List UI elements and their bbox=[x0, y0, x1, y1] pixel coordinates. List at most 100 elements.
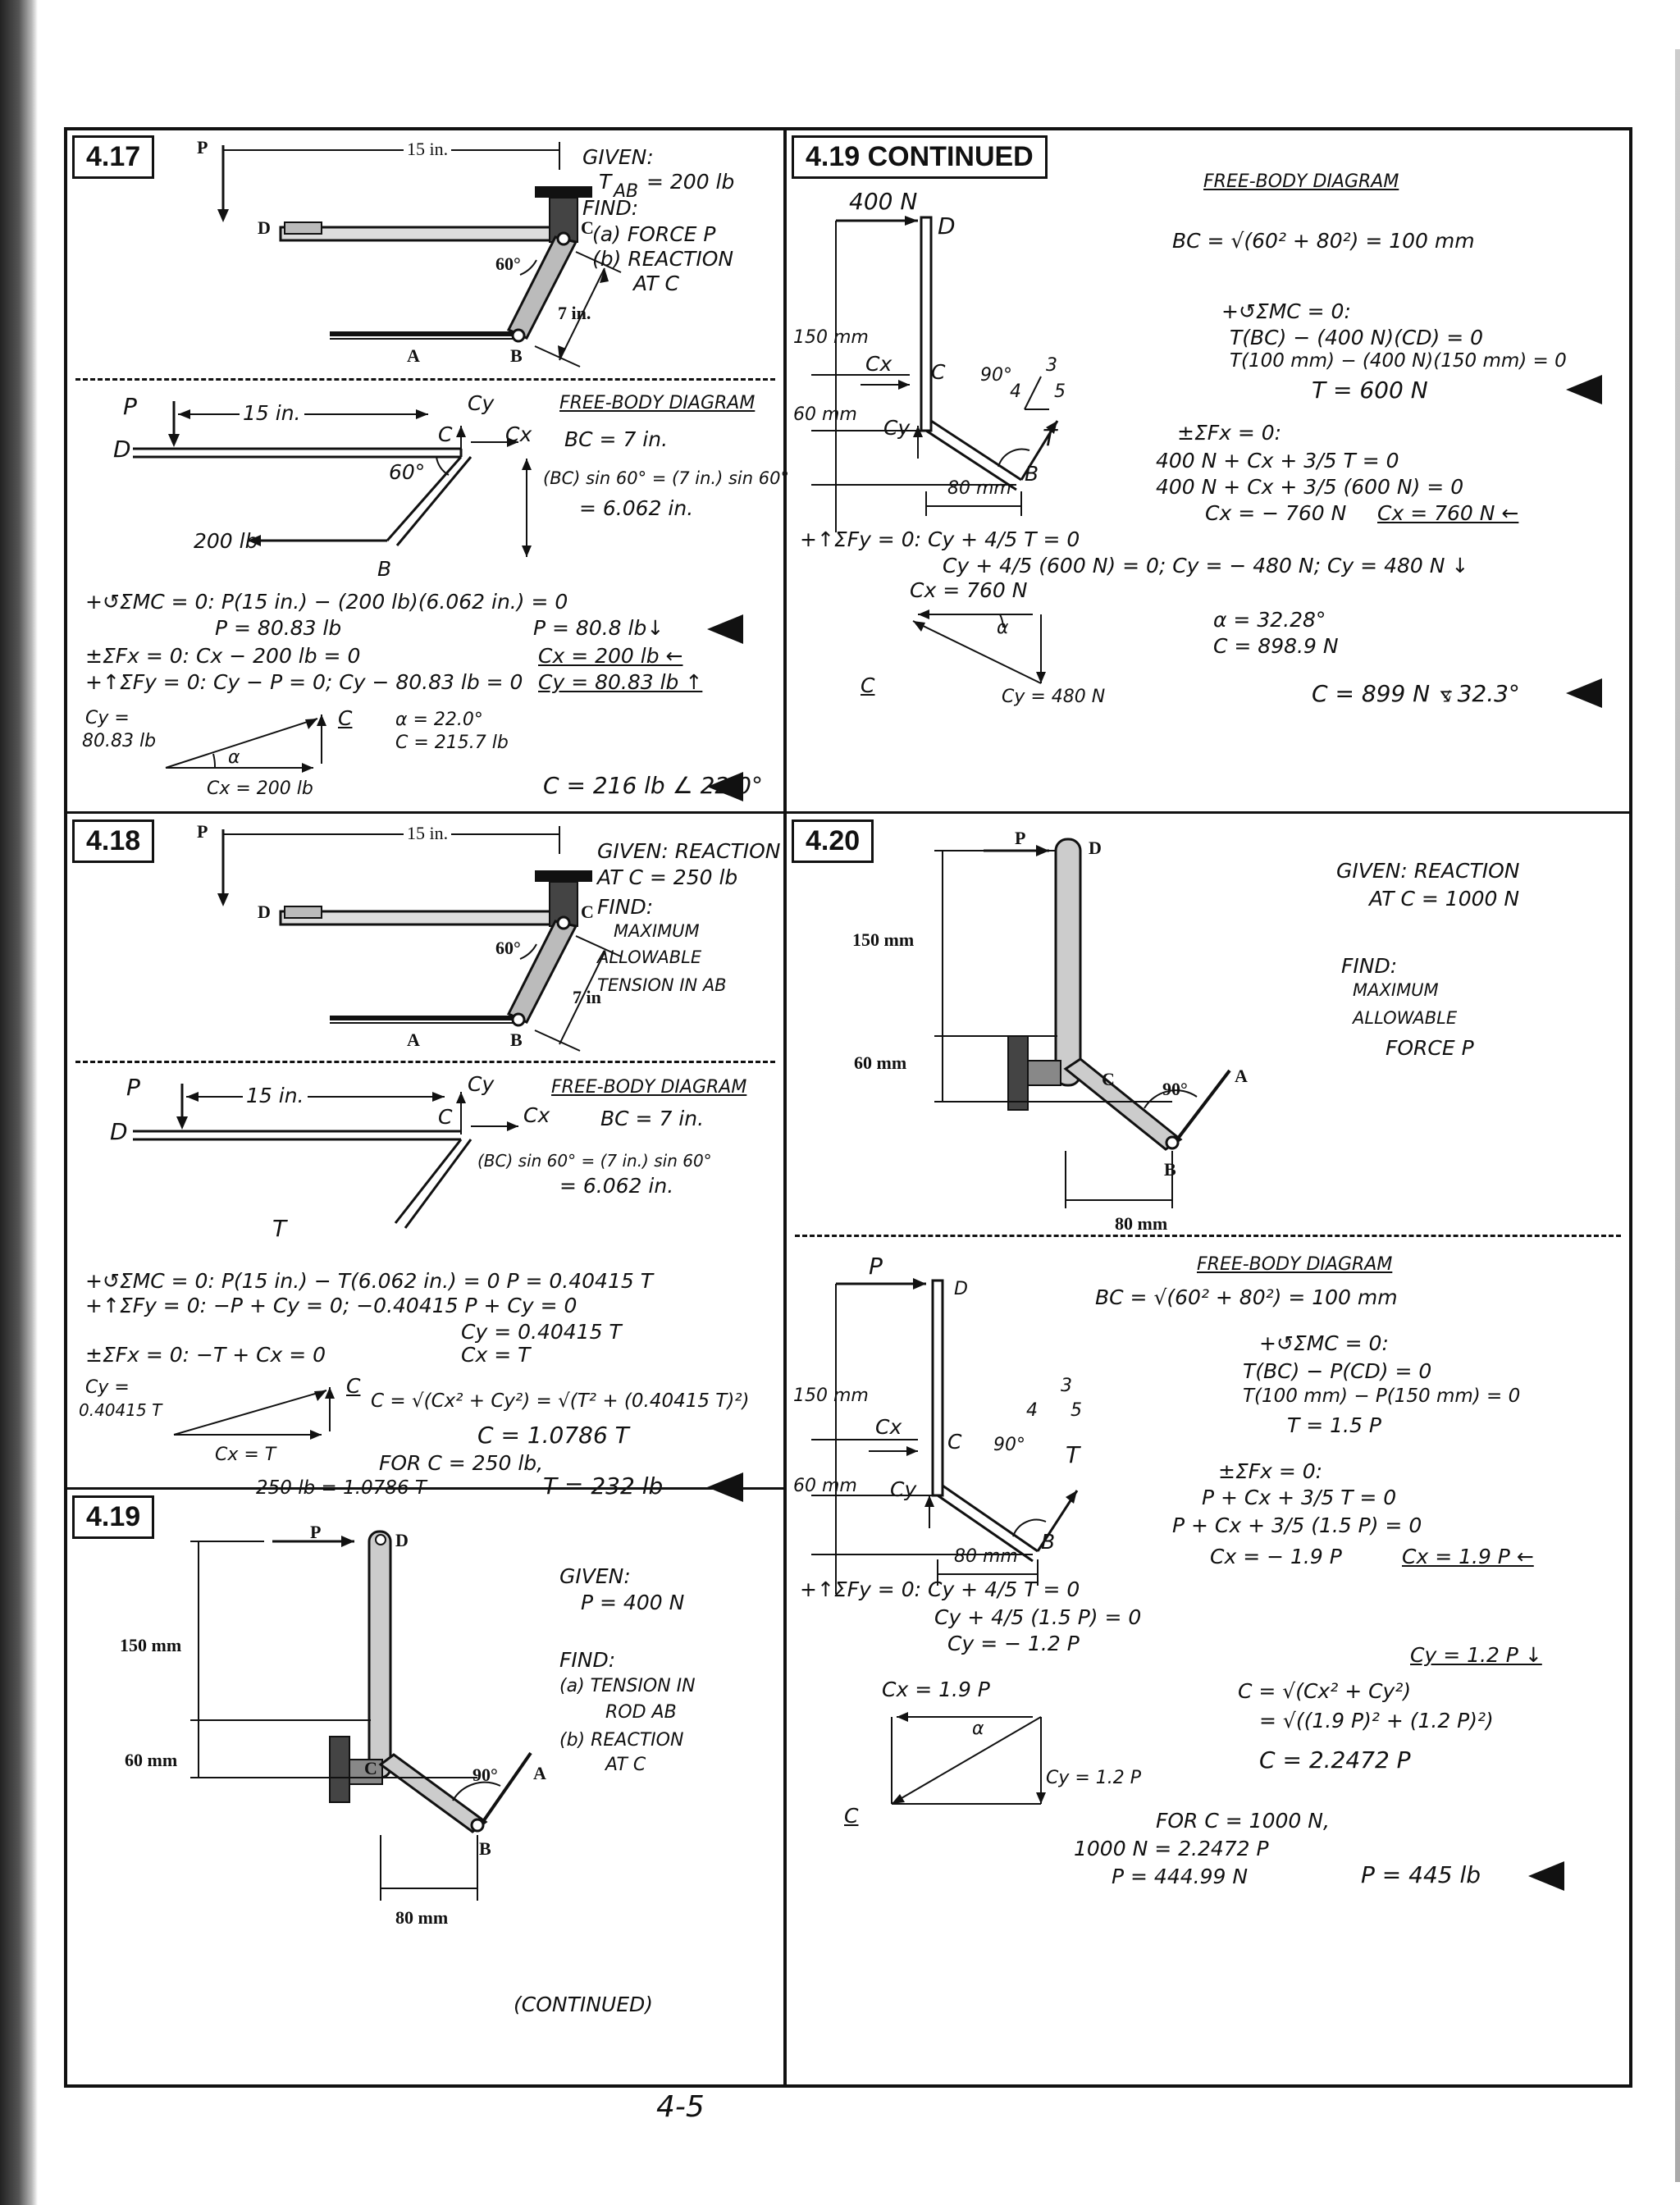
divider bbox=[67, 1487, 783, 1490]
eq-solve-result: P = 444.99 N bbox=[1112, 1865, 1249, 1888]
fig-label-a: A bbox=[407, 345, 420, 366]
fig-label-angle: 90° bbox=[1162, 1079, 1188, 1099]
problem-4-20: 4.20 P D 150 mm 6 bbox=[787, 815, 1629, 2091]
ratio-4: 4 bbox=[1026, 1400, 1038, 1421]
tri-alpha-value: α = 22.0° bbox=[395, 710, 483, 730]
fbd-angle: 60° bbox=[389, 460, 426, 484]
fbd-d: D bbox=[113, 436, 131, 463]
ratio-3: 3 bbox=[1046, 355, 1057, 376]
fbd-c: C bbox=[931, 360, 946, 384]
eq-c-a: = √((1.9 P)² + (1.2 P)²) bbox=[1259, 1709, 1494, 1732]
fig-label-a: A bbox=[1235, 1066, 1248, 1086]
eq-c: C = √(Cx² + Cy²) bbox=[1238, 1679, 1412, 1703]
tri-c: C bbox=[338, 706, 353, 730]
eq-fy: +↑ΣFy = 0: Cy + 4/5 T = 0 bbox=[800, 527, 1080, 551]
fbd-cx: Cx bbox=[865, 352, 892, 376]
fbd-calc1: (BC) sin 60° = (7 in.) sin 60° bbox=[543, 468, 789, 488]
scan-shadow bbox=[0, 0, 38, 2205]
find-label: FIND: bbox=[597, 895, 654, 919]
page-number: 4-5 bbox=[656, 2090, 705, 2124]
fig-label-dim: 15 in. bbox=[404, 823, 452, 845]
fbd-p: P bbox=[123, 393, 137, 420]
given-label: GIVEN: REACTION bbox=[597, 839, 781, 863]
tri-c: C bbox=[861, 673, 875, 697]
fbd-calc2: = 6.062 in. bbox=[579, 496, 694, 520]
find-1: MAXIMUM bbox=[1353, 980, 1439, 1000]
divider bbox=[67, 811, 783, 814]
left-column: 4.17 bbox=[67, 130, 789, 2084]
fbd-cy: Cy bbox=[883, 416, 911, 440]
find-b2: AT C bbox=[633, 272, 679, 295]
given-value: AT C = 250 lb bbox=[597, 865, 738, 889]
find-a: (a) FORCE P bbox=[592, 222, 716, 246]
eq-moment-b: T(100 mm) − (400 N)(150 mm) = 0 bbox=[1230, 350, 1567, 372]
eq-fx-a: P + Cx + 3/5 T = 0 bbox=[1202, 1486, 1397, 1509]
fbd-angle: 90° bbox=[993, 1435, 1025, 1455]
eq-fx-result: Cx = 760 N ← bbox=[1377, 501, 1519, 525]
fig-label-h1: 150 mm bbox=[852, 929, 915, 950]
fbd-cy: Cy bbox=[890, 1477, 917, 1501]
fig-label-a: A bbox=[533, 1763, 546, 1783]
given-value: P = 400 N bbox=[581, 1591, 685, 1614]
fbd-title: FREE-BODY DIAGRAM bbox=[1197, 1254, 1393, 1275]
ratio-3: 3 bbox=[1061, 1376, 1072, 1396]
fbd-d: D bbox=[110, 1118, 128, 1145]
eq-moment-result: T = 1.5 P bbox=[1287, 1413, 1381, 1437]
fig-label-h1: 150 mm bbox=[120, 1635, 182, 1655]
fig-label-p: P bbox=[1015, 828, 1026, 848]
find-2: ALLOWABLE bbox=[597, 947, 702, 967]
given-label: GIVEN: bbox=[582, 145, 654, 169]
tri-c-value: C = 215.7 lb bbox=[395, 733, 509, 753]
eq-fx-b: 400 N + Cx + 3/5 (600 N) = 0 bbox=[1156, 475, 1464, 499]
fig-label-len: 7 in bbox=[573, 987, 601, 1007]
eq-moment: +↺ΣMC = 0: bbox=[1221, 299, 1351, 323]
fig-label-c: C bbox=[364, 1758, 377, 1778]
tri-cy: Cy = bbox=[85, 1377, 130, 1398]
eq-fx-result: Cx = T bbox=[461, 1343, 531, 1367]
find-label: FIND: bbox=[1341, 954, 1398, 978]
fig-label-b: B bbox=[479, 1838, 491, 1859]
fbd-title: FREE-BODY DIAGRAM bbox=[1203, 171, 1399, 192]
eq-c-result: C = 1.0786 T bbox=[477, 1422, 629, 1449]
fbd-t: T bbox=[1066, 1441, 1080, 1468]
eq-fx-result: Cx = 200 lb ← bbox=[538, 644, 683, 668]
eq-fy: +↑ΣFy = 0: −P + Cy = 0; −0.40415 P + Cy … bbox=[85, 1294, 578, 1317]
eq-moment-a: T(BC) − P(CD) = 0 bbox=[1243, 1359, 1432, 1383]
eq-fx: ±ΣFx = 0: Cx − 200 lb = 0 bbox=[85, 644, 361, 668]
fbd-cy: Cy bbox=[468, 391, 495, 415]
fig-label-b: B bbox=[510, 345, 523, 366]
right-column: 4.19 CONTINUED bbox=[787, 130, 1629, 2084]
tri-cy: Cy = 1.2 P bbox=[1046, 1768, 1142, 1788]
divider bbox=[75, 1061, 775, 1063]
eq-fy-result: Cy = 80.83 lb ↑ bbox=[538, 670, 703, 694]
find-b: (b) REACTION bbox=[592, 247, 734, 271]
tri-alpha: α bbox=[997, 618, 1009, 638]
fig-label-c: C bbox=[581, 902, 594, 922]
fig-label-c: C bbox=[1102, 1069, 1115, 1089]
fig-label-w: 80 mm bbox=[1115, 1213, 1168, 1234]
given-t: T bbox=[599, 170, 612, 194]
eq-fy: +↑ΣFy = 0: Cy − P = 0; Cy − 80.83 lb = 0 bbox=[85, 670, 523, 694]
fig-label-h2: 60 mm bbox=[854, 1052, 907, 1073]
tri-cx: Cx = 200 lb bbox=[207, 778, 313, 799]
fig-label-d: D bbox=[1089, 838, 1102, 858]
find-label: FIND: bbox=[559, 1648, 616, 1672]
fig-label-angle: 60° bbox=[495, 938, 521, 958]
tri-cx: Cx = 1.9 P bbox=[882, 1678, 990, 1701]
fbd-cx: Cx bbox=[875, 1415, 902, 1439]
tri-cy-value: 0.40415 T bbox=[79, 1400, 162, 1420]
eq-fy-a: Cy + 4/5 (1.5 P) = 0 bbox=[934, 1605, 1142, 1629]
fig-label-p: P bbox=[197, 821, 208, 842]
eq-solve: 1000 N = 2.2472 P bbox=[1074, 1837, 1269, 1860]
scan-edge bbox=[1675, 49, 1680, 2182]
fig-label-h2: 60 mm bbox=[125, 1750, 178, 1770]
figure-4-20 bbox=[934, 838, 1231, 1208]
eq-fx-c: Cx = − 760 N bbox=[1205, 501, 1347, 525]
fbd-c: C bbox=[438, 422, 453, 446]
answer-c: C = 899 N ⦪ 32.3° bbox=[1312, 680, 1520, 707]
eq-moment: +↺ΣMC = 0: bbox=[1259, 1331, 1389, 1355]
figure-4-19 bbox=[190, 1530, 532, 1901]
fbd-4-17 bbox=[133, 401, 532, 557]
eq-fy-result: Cy = 1.2 P ↓ bbox=[1410, 1643, 1542, 1667]
fbd-bc: BC = 7 in. bbox=[600, 1107, 705, 1130]
